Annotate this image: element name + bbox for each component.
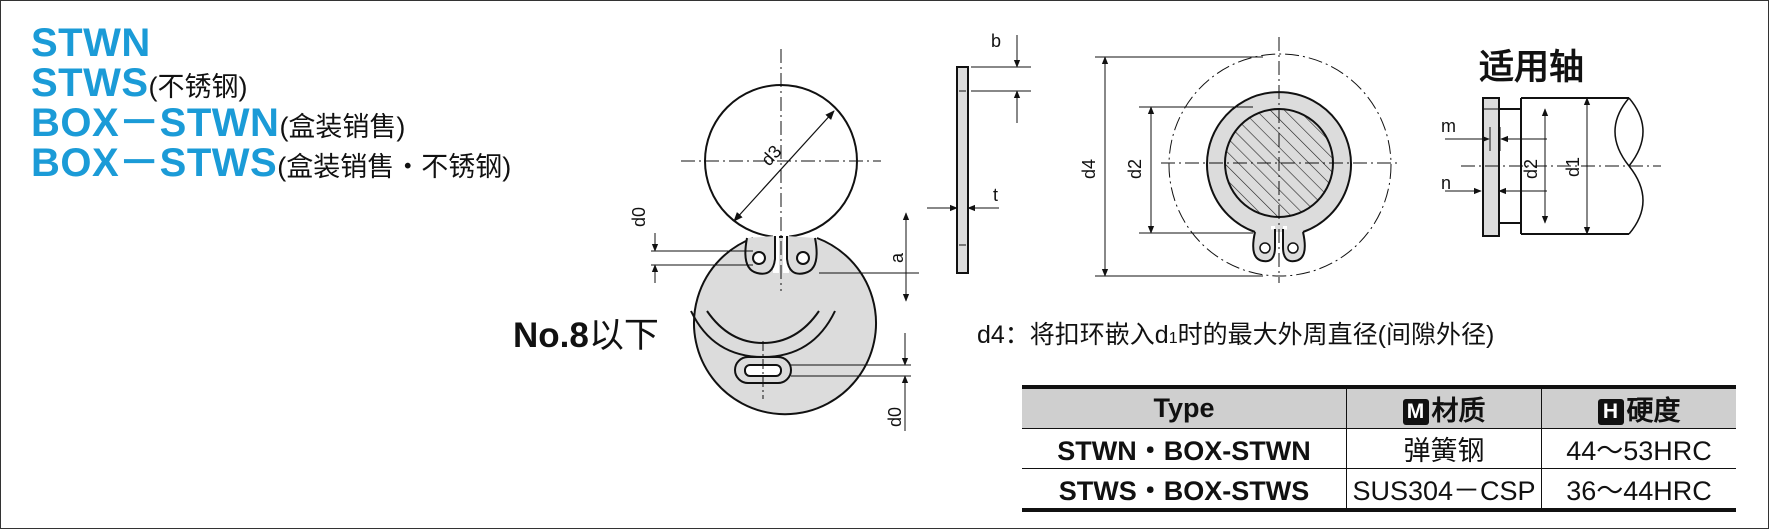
installed-ring-view xyxy=(1161,37,1401,283)
header-type: Type xyxy=(1022,387,1347,429)
dimension-m xyxy=(1445,127,1547,151)
dimension-b xyxy=(971,35,1031,123)
svg-text:d2: d2 xyxy=(1521,159,1541,179)
small-ring-detail xyxy=(690,310,836,399)
cell-type: STWS・BOX-STWS xyxy=(1022,468,1347,510)
title-line-box-stws: BOX－STWS(盒装销售・不锈钢) xyxy=(31,141,512,185)
svg-text:d4: d4 xyxy=(1079,159,1099,179)
svg-text:n: n xyxy=(1441,173,1451,193)
applicable-shaft-view xyxy=(1482,97,1644,237)
applicable-shaft-title: 适用轴 xyxy=(1479,48,1585,87)
ring-side-view xyxy=(956,66,969,274)
svg-text:m: m xyxy=(1441,116,1456,136)
no8-below-caption: No.8以下 xyxy=(513,316,659,355)
cell-hardness: 36～44HRC xyxy=(1541,468,1736,510)
hardness-badge-icon: H xyxy=(1597,399,1624,425)
cell-material: 弹簧钢 xyxy=(1346,428,1542,469)
dimension-a xyxy=(819,212,919,302)
d4-note: d4：将扣环嵌入d1时的最大外周直径(间隙外径) xyxy=(977,321,1495,349)
dimension-d0 xyxy=(651,233,753,283)
svg-text:t: t xyxy=(993,185,998,205)
cell-material: SUS304－CSP xyxy=(1346,468,1542,510)
table-row: STWN・BOX-STWN 弹簧钢 44～53HRC xyxy=(1022,428,1736,469)
table-row: STWS・BOX-STWS SUS304－CSP 36～44HRC xyxy=(1022,468,1736,510)
cell-hardness: 44～53HRC xyxy=(1541,428,1736,469)
title-line-stws: STWS(不锈钢) xyxy=(31,61,248,105)
svg-text:d2: d2 xyxy=(1125,159,1145,179)
dimension-d2 xyxy=(1139,106,1253,234)
svg-text:b: b xyxy=(991,31,1001,51)
title-line-box-stwn: BOX－STWN(盒装销售) xyxy=(31,101,406,145)
dimension-d0-small xyxy=(791,333,911,431)
dimension-d4 xyxy=(1095,56,1263,277)
title-line-stwn: STWN xyxy=(31,21,151,65)
svg-text:d1: d1 xyxy=(1563,157,1583,177)
cell-type: STWN・BOX-STWN xyxy=(1022,428,1347,469)
dimension-t xyxy=(927,181,999,216)
product-title-block: STWN STWS(不锈钢) BOX－STWN(盒装销售) BOX－STWS(盒… xyxy=(31,23,511,183)
svg-text:a: a xyxy=(887,252,907,263)
material-badge-icon: M xyxy=(1402,399,1429,425)
svg-text:d0: d0 xyxy=(885,407,905,427)
svg-text:d0: d0 xyxy=(629,207,649,227)
